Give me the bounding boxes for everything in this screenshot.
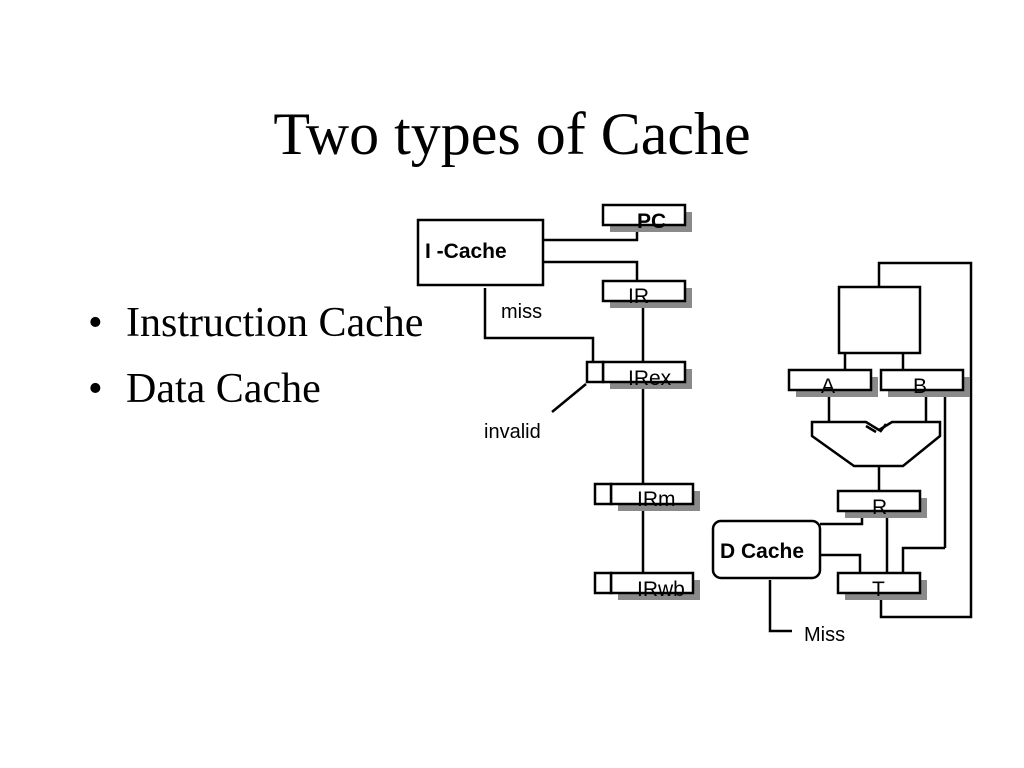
bullet-text: Data Cache: [126, 366, 321, 412]
bullet-marker: •: [88, 366, 103, 412]
invalid-label: invalid: [484, 421, 541, 443]
b-register: [879, 368, 970, 397]
t-register: [836, 571, 927, 600]
irm-label: IRm: [637, 488, 676, 511]
bullet-marker: •: [88, 300, 103, 346]
bullet-list: • Instruction Cache • Data Cache: [88, 295, 423, 427]
t-label: T: [872, 578, 885, 601]
a-register: [787, 368, 878, 397]
irex-label: IRex: [628, 367, 672, 390]
r-label: R: [872, 496, 887, 519]
irwb-register: [593, 571, 700, 600]
b-label: B: [913, 375, 927, 398]
bullet-item-data-cache: • Data Cache: [88, 361, 423, 427]
irwb-label: IRwb: [637, 578, 685, 601]
pc-register: [601, 203, 692, 232]
icache-label: I -Cache: [425, 240, 507, 263]
dcache-miss-label: Miss: [804, 624, 845, 646]
icache-box: [416, 218, 545, 287]
register-file-box: [837, 285, 922, 355]
dcache-box: [711, 519, 822, 580]
bullet-text: Instruction Cache: [126, 300, 424, 346]
bullet-item-instruction-cache: • Instruction Cache: [88, 295, 423, 361]
a-label: A: [821, 375, 835, 398]
irm-register: [593, 482, 700, 511]
ir-register: [601, 279, 692, 308]
r-register: [836, 489, 927, 518]
dcache-label: D Cache: [720, 540, 804, 563]
slide-title: Two types of Cache: [273, 101, 751, 167]
irex-register: [585, 360, 692, 389]
pc-label: PC: [637, 210, 666, 233]
ir-label: IR: [628, 285, 649, 308]
miss-label: miss: [501, 301, 542, 323]
